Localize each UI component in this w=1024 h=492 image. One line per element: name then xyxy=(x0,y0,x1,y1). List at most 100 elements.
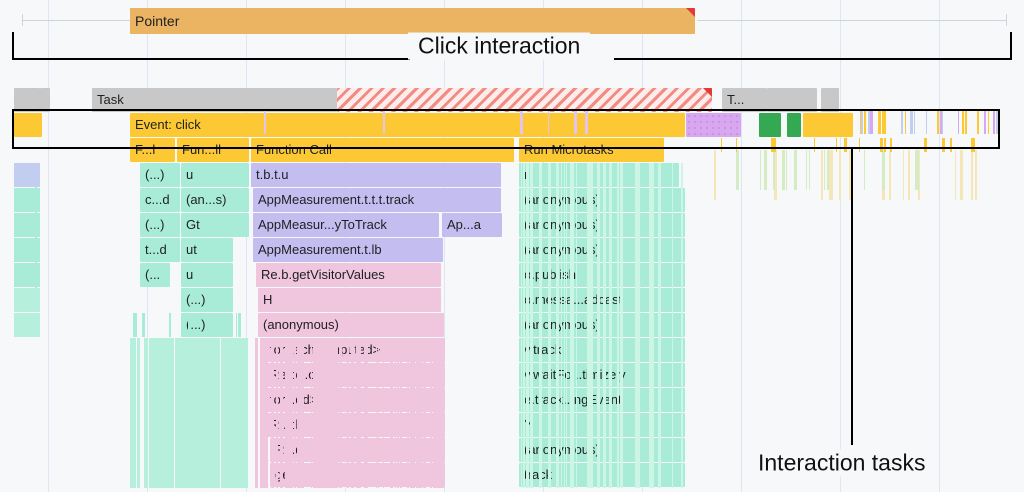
micro-stripe xyxy=(153,338,156,488)
micro-stripe xyxy=(383,338,384,488)
flame-bar-unlabeled[interactable] xyxy=(14,288,40,312)
flame-bar-unlabeled[interactable] xyxy=(767,88,817,112)
micro-stripe xyxy=(230,338,233,488)
flame-bar[interactable]: track xyxy=(519,463,685,487)
flame-bar-unlabeled[interactable] xyxy=(14,213,40,237)
micro-stripe xyxy=(142,313,145,337)
micro-stripe xyxy=(149,338,151,488)
micro-stripe xyxy=(412,338,415,488)
micro-stripe xyxy=(591,163,593,488)
micro-stripe xyxy=(988,110,989,134)
pointer-interaction-bar[interactable]: Pointer xyxy=(130,8,695,34)
flame-bar[interactable]: v.track xyxy=(519,338,685,362)
flame-bar-unlabeled[interactable] xyxy=(14,313,40,337)
flame-bar-unlabeled[interactable] xyxy=(14,263,40,287)
flame-bar[interactable]: (an...s) xyxy=(181,188,249,212)
flame-bar[interactable]: (...) xyxy=(140,213,180,237)
micro-stripe xyxy=(974,138,975,152)
micro-stripe xyxy=(844,138,847,152)
flame-row-depth-9: (...)(anonymous)(anonymous) xyxy=(0,313,1024,337)
flame-bar[interactable]: ut xyxy=(181,238,233,262)
flame-bar[interactable]: (anonymous) xyxy=(519,188,685,212)
flame-bar-unlabeled[interactable] xyxy=(14,188,40,212)
flame-bar[interactable]: Run Microtasks xyxy=(519,138,664,162)
micro-stripe xyxy=(133,313,135,337)
flame-bar[interactable]: AppMeasurement.t.t.t.track xyxy=(253,188,501,212)
flame-bar[interactable]: (...) xyxy=(140,163,180,187)
pointer-label: Pointer xyxy=(135,13,180,29)
flame-bar-unlabeled[interactable] xyxy=(40,88,50,112)
flame-bar-label: (...) xyxy=(186,317,206,332)
flame-bar[interactable]: (anonymous) xyxy=(519,213,685,237)
task-row: Task T... xyxy=(0,88,1024,112)
flame-bar-unlabeled[interactable] xyxy=(14,163,40,187)
micro-stripe xyxy=(918,150,920,200)
micro-stripe xyxy=(130,338,131,488)
flame-bar[interactable]: t...d xyxy=(140,238,180,262)
flame-bar[interactable]: u xyxy=(181,163,249,187)
flame-bar-unlabeled[interactable] xyxy=(14,88,40,112)
flame-bar-unlabeled[interactable] xyxy=(803,113,853,137)
micro-stripe xyxy=(245,338,247,488)
flame-bar[interactable]: F...l xyxy=(130,138,175,162)
micro-stripe xyxy=(209,338,211,488)
micro-stripe xyxy=(157,338,158,488)
micro-stripe xyxy=(301,338,304,488)
micro-stripe xyxy=(223,313,225,337)
micro-stripe xyxy=(984,110,986,134)
flame-bar[interactable]: Ap...a xyxy=(442,213,502,237)
flame-bar-label: (... xyxy=(145,267,161,282)
micro-stripe xyxy=(433,338,435,488)
flame-bar[interactable]: AppMeasur...yToTrack xyxy=(253,213,439,237)
micro-stripe xyxy=(884,138,886,152)
micro-stripe xyxy=(890,138,892,152)
flame-bar-unlabeled[interactable] xyxy=(686,113,741,137)
flame-bar[interactable]: Task xyxy=(92,88,337,112)
flame-bar[interactable]: Re.b.getVisitorValues xyxy=(256,263,441,287)
micro-stripe xyxy=(937,110,939,134)
flame-bar-unlabeled[interactable] xyxy=(337,88,712,112)
flame-bar[interactable]: Function Call xyxy=(251,138,514,162)
micro-stripe xyxy=(383,110,385,134)
flame-bar[interactable]: H xyxy=(258,288,441,312)
flame-bar[interactable]: (anonymous) xyxy=(258,313,444,337)
micro-stripe xyxy=(962,110,964,134)
micro-stripe xyxy=(910,110,913,134)
flame-bar[interactable]: Fun...ll xyxy=(177,138,249,162)
flame-bar[interactable]: (... xyxy=(140,263,170,287)
flame-bar[interactable]: c...d xyxy=(140,188,180,212)
flame-bar[interactable]: AppMeasurement.t.lb xyxy=(253,238,443,262)
flame-bar-label: t...d xyxy=(145,242,167,257)
micro-stripe xyxy=(878,110,881,134)
micro-stripe xyxy=(917,150,918,190)
micro-stripe xyxy=(561,163,562,488)
micro-stripe xyxy=(814,138,815,152)
flame-bar[interactable]: Event: click xyxy=(130,113,685,137)
click-interaction-callout-top xyxy=(12,32,410,60)
micro-stripe xyxy=(285,338,287,488)
flame-bar-label: Function Call xyxy=(256,142,332,157)
flame-bar-unlabeled[interactable] xyxy=(821,88,839,112)
micro-stripe xyxy=(407,338,409,488)
micro-stripe xyxy=(548,110,549,134)
flame-bar[interactable]: T... xyxy=(722,88,767,112)
micro-stripe xyxy=(219,313,221,337)
flame-bar[interactable]: Gt xyxy=(181,213,249,237)
flame-bar-unlabeled[interactable] xyxy=(759,113,781,137)
micro-stripe xyxy=(941,110,943,134)
flame-bar-unlabeled[interactable] xyxy=(787,113,801,137)
flame-bar[interactable]: (...) xyxy=(181,288,233,312)
flame-bar-unlabeled[interactable] xyxy=(14,113,42,137)
flame-bar-label: (an...s) xyxy=(186,192,227,207)
flame-bar[interactable]: t.b.t.u xyxy=(251,163,501,187)
micro-stripe xyxy=(526,163,529,488)
interaction-tasks-annotation: Interaction tasks xyxy=(748,449,936,477)
micro-stripe xyxy=(782,150,785,190)
flame-bar-label: AppMeasur...yToTrack xyxy=(258,217,387,232)
flame-bar[interactable]: u xyxy=(181,263,233,287)
flame-bar-unlabeled[interactable] xyxy=(14,238,40,262)
micro-stripe xyxy=(356,338,357,488)
micro-stripe xyxy=(271,338,274,488)
